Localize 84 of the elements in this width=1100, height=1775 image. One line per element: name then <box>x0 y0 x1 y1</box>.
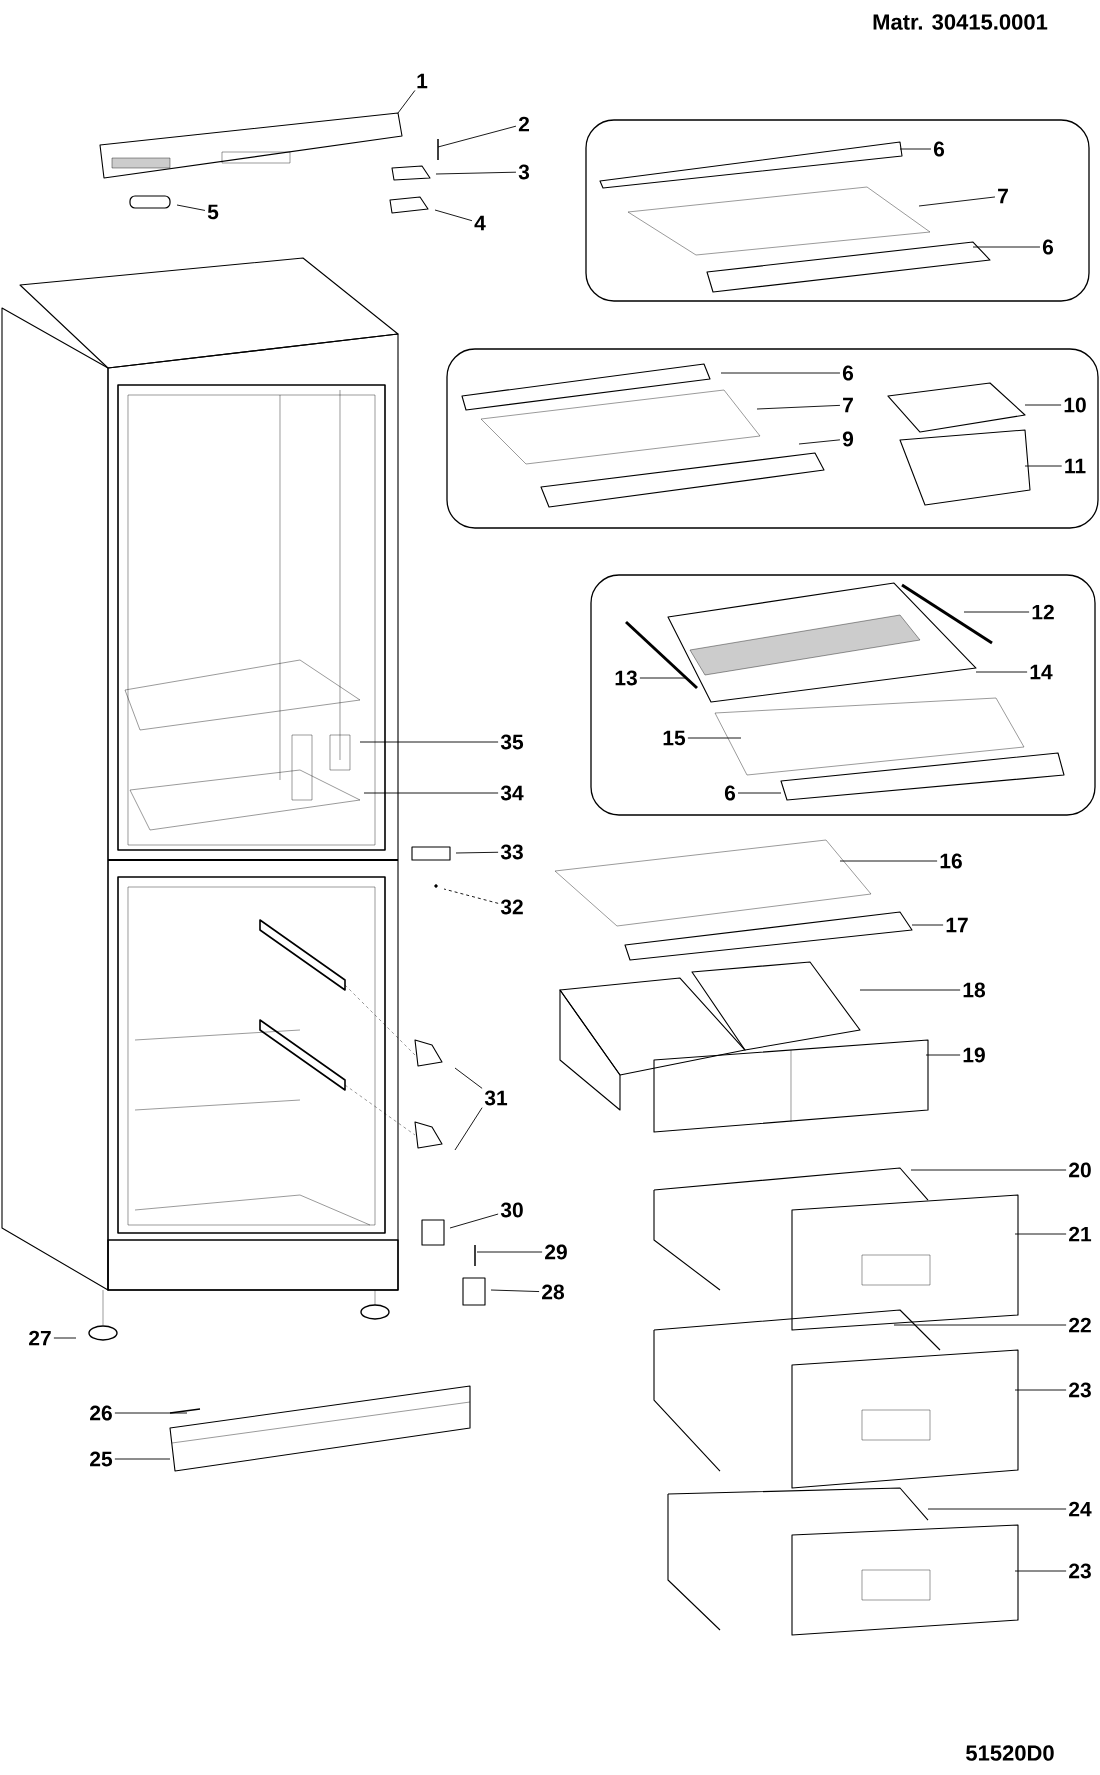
leader-line <box>1014 1570 1067 1572</box>
leader-line <box>963 611 1030 613</box>
callout-number: 29 <box>545 1244 567 1260</box>
callout-number: 23 <box>1069 1563 1091 1579</box>
callout-number: 26 <box>90 1405 112 1421</box>
group-frame <box>590 574 1096 816</box>
leader-line <box>1014 1389 1067 1391</box>
leader-line <box>454 1067 483 1089</box>
callout-number: 17 <box>946 917 968 933</box>
callout-number: 5 <box>207 204 219 220</box>
callout-number: 23 <box>1069 1382 1091 1398</box>
drawing-code: Matr. 30415.0001 <box>873 14 1048 30</box>
leader-line <box>434 209 473 222</box>
leader-line <box>925 1054 961 1056</box>
callout-number: 32 <box>500 899 523 915</box>
leader-line <box>1024 404 1062 406</box>
callout-number: 2 <box>518 116 529 132</box>
leader-line <box>972 246 1041 248</box>
leader-line <box>363 792 499 794</box>
callout-number: 7 <box>998 188 1008 204</box>
leader-line <box>359 741 499 743</box>
leader-line <box>454 1107 483 1151</box>
leader-line <box>176 204 206 211</box>
callout-number: 1 <box>417 73 428 89</box>
callout-number: 35 <box>500 734 524 750</box>
leader-line <box>737 792 782 794</box>
leader-line <box>720 372 841 374</box>
leader-line <box>911 924 944 926</box>
leader-line <box>839 860 938 862</box>
leader-line <box>1024 465 1063 467</box>
leader-line <box>449 1213 499 1229</box>
drawing-code: 51520D0 <box>966 1745 1054 1761</box>
callout-number: 27 <box>29 1330 51 1346</box>
callout-number: 21 <box>1069 1226 1092 1242</box>
leader-line <box>798 439 841 445</box>
leader-line <box>893 1324 1067 1326</box>
callout-number: 30 <box>500 1202 523 1218</box>
callout-number: 6 <box>842 365 854 381</box>
leader-line <box>437 125 517 148</box>
leader-line <box>687 737 742 739</box>
callout-number: 4 <box>474 215 486 231</box>
leader-line <box>639 677 686 679</box>
group-frame <box>446 348 1099 529</box>
leader-line <box>443 888 499 904</box>
callout-number: 6 <box>724 785 736 801</box>
leader-line <box>918 196 996 207</box>
callout-number: 28 <box>542 1284 564 1300</box>
callout-number: 24 <box>1069 1501 1092 1517</box>
leader-line <box>859 989 961 991</box>
callout-number: 12 <box>1032 604 1054 620</box>
callout-number: 10 <box>1064 397 1086 413</box>
callout-number: 3 <box>518 164 530 180</box>
callout-number: 33 <box>500 844 523 860</box>
leader-line <box>397 90 416 114</box>
group-frame <box>585 119 1090 302</box>
leader-line <box>1014 1233 1067 1235</box>
callout-number: 25 <box>90 1451 113 1467</box>
callout-number: 15 <box>663 730 686 746</box>
leader-line <box>455 851 499 854</box>
leader-line <box>490 1289 540 1292</box>
callout-number: 6 <box>933 141 945 157</box>
callout-number: 11 <box>1065 458 1086 474</box>
leader-line <box>114 1458 171 1460</box>
callout-number: 7 <box>843 397 853 413</box>
leader-line <box>756 404 841 410</box>
leader-line <box>435 171 517 175</box>
leader-line <box>927 1508 1067 1510</box>
leader-line <box>899 148 932 150</box>
callout-number: 19 <box>963 1047 985 1063</box>
callout-number: 16 <box>940 853 962 869</box>
leader-line <box>114 1412 188 1414</box>
leader-line <box>476 1251 543 1253</box>
callout-number: 9 <box>842 431 854 447</box>
callout-number: 22 <box>1069 1317 1091 1333</box>
callout-number: 13 <box>615 670 637 686</box>
leader-line <box>53 1337 77 1339</box>
callout-number: 34 <box>500 785 524 801</box>
callout-number: 31 <box>484 1090 508 1106</box>
leader-line <box>975 671 1028 673</box>
callout-number: 18 <box>963 982 985 998</box>
leader-line <box>910 1169 1067 1171</box>
callout-number: 14 <box>1030 664 1053 680</box>
callout-number: 6 <box>1042 239 1054 255</box>
callout-number: 20 <box>1069 1162 1091 1178</box>
